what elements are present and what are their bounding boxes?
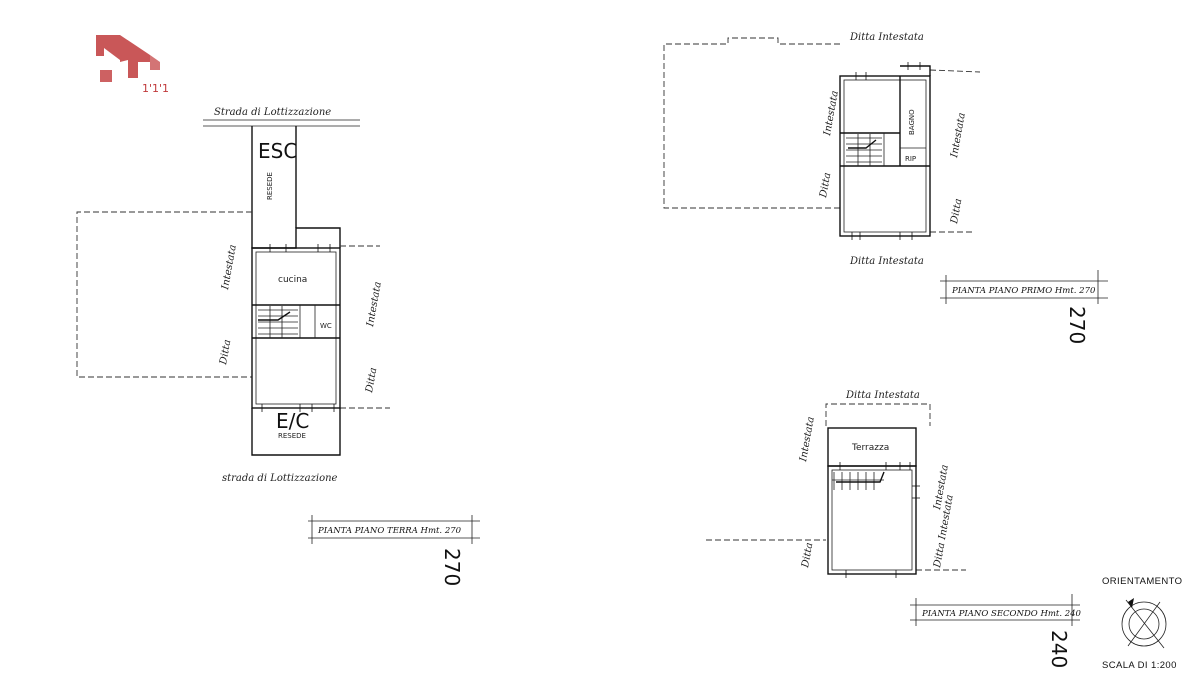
orientation-block: ORIENTAMENTO SCALA DI 1:200 — [1102, 576, 1182, 671]
second-intestata-left-label: Intestata — [798, 416, 817, 464]
resede-label-bottom: RESEDE — [278, 432, 306, 440]
first-ditta-left-label: Ditta — [818, 172, 833, 200]
ditta-right-label: Ditta — [364, 367, 379, 395]
first-ditta-bottom-label: Ditta Intestata — [849, 256, 924, 267]
terrazza-label: Terrazza — [851, 443, 889, 453]
ditta-intestata-left-label: Intestata — [220, 244, 239, 292]
street-label-top: Strada di Lottizzazione — [214, 107, 331, 118]
esc-label-top: ESC — [258, 139, 297, 163]
first-floor-plan: Ditta Intestata BAGNO RIP Ditta Intestat… — [663, 32, 1108, 344]
logo: 1'1'1 — [96, 35, 169, 95]
compass-icon — [1121, 598, 1167, 649]
wc-label: WC — [320, 322, 332, 330]
second-stairs — [832, 471, 885, 490]
first-ditta-top-label: Ditta Intestata — [849, 32, 924, 43]
scale-label: SCALA DI 1:200 — [1102, 660, 1177, 671]
first-floor-height: 270 — [1065, 306, 1089, 344]
ground-floor-height: 270 — [440, 548, 464, 586]
ditta-left-label: Ditta — [218, 339, 233, 367]
cucina-label: cucina — [278, 275, 307, 285]
second-floor-plan: Ditta Intestata Terrazza Intestata Intes… — [706, 390, 1082, 668]
logo-caption: 1'1'1 — [142, 82, 169, 95]
first-intestata-right-label: Intestata — [949, 112, 968, 160]
street-label-bottom: strada di Lottizzazione — [222, 473, 338, 484]
ground-floor-plan: Strada di Lottizzazione ESC RESEDE cucin… — [76, 107, 480, 586]
ground-floor-title: PIANTA PIANO TERRA Hmt. 270 — [317, 526, 462, 536]
rip-label: RIP — [905, 155, 916, 163]
first-floor-title: PIANTA PIANO PRIMO Hmt. 270 — [951, 286, 1096, 296]
resede-label-top: RESEDE — [266, 172, 274, 200]
orientation-title: ORIENTAMENTO — [1102, 576, 1182, 587]
first-stairs — [846, 134, 882, 166]
second-ditta-left-label: Ditta — [800, 542, 815, 570]
esc-label-bottom: E/C — [276, 409, 309, 433]
second-ditta-top-label: Ditta Intestata — [845, 390, 920, 401]
second-floor-height: 240 — [1047, 630, 1071, 668]
ground-stairs — [258, 306, 298, 338]
bagno-label: BAGNO — [908, 109, 916, 135]
second-floor-title: PIANTA PIANO SECONDO Hmt. 240 — [921, 609, 1082, 619]
first-ditta-right-label: Ditta — [949, 198, 964, 226]
first-intestata-left-label: Intestata — [822, 90, 841, 138]
ditta-intestata-right-label: Intestata — [365, 281, 384, 329]
